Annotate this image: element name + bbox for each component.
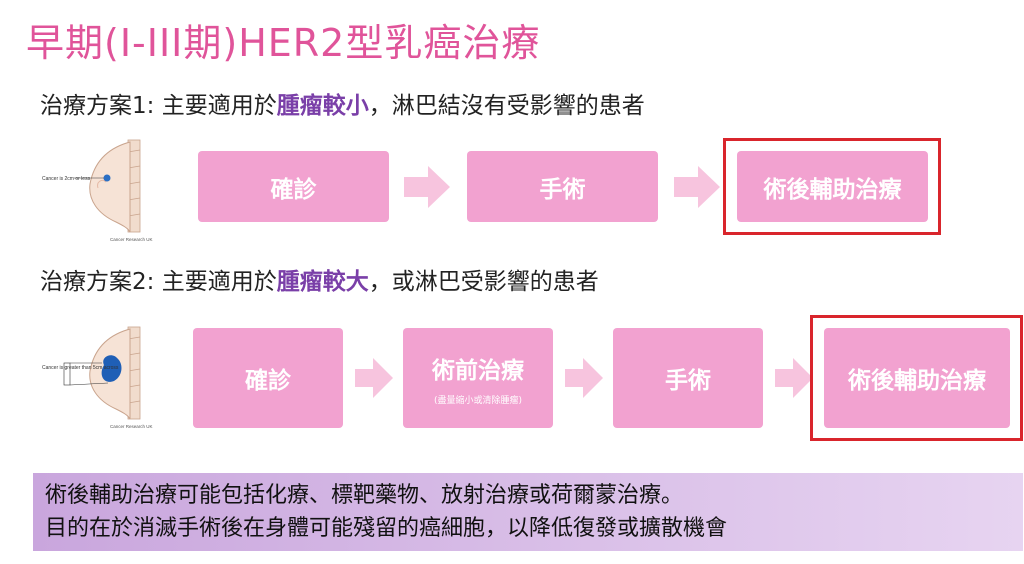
- plan2-step-label: 術後輔助治療: [848, 368, 986, 394]
- arrow-right-icon: [404, 166, 450, 208]
- arrow-right-icon: [775, 358, 813, 398]
- breast-illustration-small-tumor: Cancer is 2cm or less Cancer Research UK: [42, 139, 153, 242]
- plan2-step-label: 手術: [665, 368, 711, 394]
- plan2-highlight-frame: [810, 315, 1023, 441]
- plan2-label: 治療方案2: 主要適用於腫瘤較大，或淋巴受影響的患者: [40, 262, 599, 296]
- svg-text:Cancer Research UK: Cancer Research UK: [110, 237, 153, 242]
- plan1-image-label: Cancer is 2cm or less: [42, 176, 91, 182]
- plan1-label-highlight: 腫瘤較小: [276, 93, 369, 119]
- svg-text:Cancer is greater than 5cm acr: Cancer is greater than 5cm across: [42, 365, 119, 371]
- plan2-label-suffix: ，或淋巴受影響的患者: [368, 269, 599, 295]
- plan2-step-label: 確診: [245, 368, 291, 394]
- plan1-highlight-frame: [723, 138, 941, 235]
- plan2-step-neoadjuvant: 術前治療 (盡量縮小或清除腫瘤): [403, 328, 553, 428]
- plan2-step-note: (盡量縮小或清除腫瘤): [433, 395, 523, 406]
- plan1-step-surgery: 手術: [467, 151, 658, 222]
- arrow-right-icon: [565, 358, 603, 398]
- svg-text:Cancer Research UK: Cancer Research UK: [110, 424, 153, 429]
- plan2-step-label: 術前治療: [432, 357, 524, 384]
- plan1-step-adjuvant: 術後輔助治療: [737, 151, 928, 222]
- plan2-image-credit: Cancer Research UK: [110, 424, 153, 429]
- plan2-label-highlight: 腫瘤較大: [276, 269, 369, 295]
- plan2-label-prefix: 治療方案2: 主要適用於: [40, 269, 277, 295]
- plan1-step-label: 確診: [270, 176, 317, 203]
- summary-line-2: 目的在於消滅手術後在身體可能殘留的癌細胞，以降低復發或擴散機會: [45, 516, 728, 541]
- summary-line-1: 術後輔助治療可能包括化療、標靶藥物、放射治療或荷爾蒙治療。: [45, 483, 684, 508]
- tumor-icon: [103, 174, 111, 182]
- summary-box: 術後輔助治療可能包括化療、標靶藥物、放射治療或荷爾蒙治療。 目的在於消滅手術後在…: [33, 473, 1023, 551]
- page-title: 早期(I-III期)HER2型乳癌治療: [26, 21, 541, 65]
- plan1-label-suffix: ，淋巴結沒有受影響的患者: [368, 93, 645, 119]
- breast-illustration-large-tumor: Cancer is greater than 5cm across Cancer…: [42, 326, 153, 429]
- tumor-icon: [101, 355, 122, 382]
- plan1-step-label: 術後輔助治療: [763, 176, 902, 203]
- arrow-right-icon: [355, 358, 393, 398]
- plan1-image-credit: Cancer Research UK: [110, 237, 153, 242]
- plan1-step-label: 手術: [539, 176, 586, 203]
- plan1-label-prefix: 治療方案1: 主要適用於: [40, 93, 277, 119]
- plan2-step-diagnosis: 確診: [193, 328, 343, 428]
- plan1-step-diagnosis: 確診: [198, 151, 389, 222]
- plan1-label: 治療方案1: 主要適用於腫瘤較小，淋巴結沒有受影響的患者: [40, 86, 645, 120]
- plan2-image-label: Cancer is greater than 5cm across: [42, 365, 119, 371]
- svg-text:Cancer is 2cm or less: Cancer is 2cm or less: [42, 176, 91, 182]
- plan2-step-adjuvant: 術後輔助治療: [824, 328, 1010, 428]
- arrow-right-icon: [674, 166, 720, 208]
- plan2-step-surgery: 手術: [613, 328, 763, 428]
